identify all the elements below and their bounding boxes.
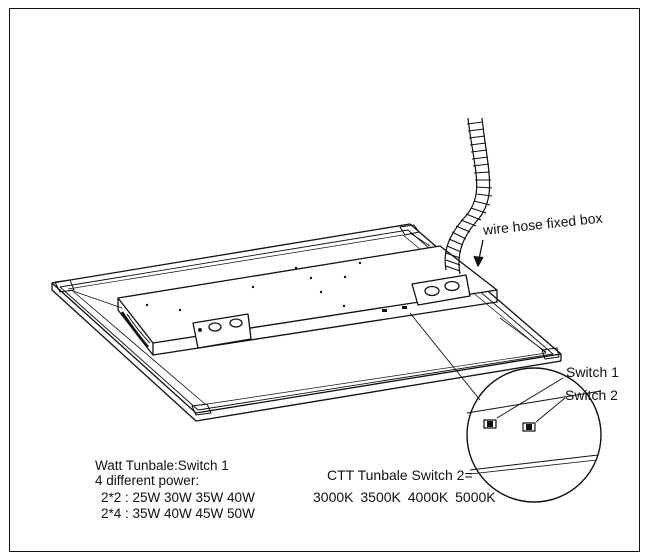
switch2-label: Switch 2	[565, 387, 618, 403]
watt-row-2x4: 2*4 : 35W 40W 45W 50W	[101, 506, 255, 521]
terminal-block-right	[411, 274, 471, 306]
terminal-block-left	[192, 313, 252, 349]
watt-subtitle: 4 different power:	[95, 473, 200, 488]
switch1-label: Switch 1	[566, 364, 619, 380]
ctt-values: 3000K 3500K 4000K 5000K	[313, 489, 496, 505]
diagram-border	[9, 8, 640, 552]
switch-leader-line	[409, 312, 481, 401]
corner-brackets	[54, 224, 560, 416]
box-details	[145, 261, 407, 312]
switch-callout	[466, 367, 602, 503]
support-wires	[69, 232, 547, 405]
watt-title: Watt Tunbale:Switch 1	[95, 458, 229, 473]
driver-box	[117, 245, 498, 356]
wire-box-arrow	[473, 239, 484, 267]
wire-hose	[444, 117, 493, 275]
watt-row-2x2: 2*2 : 25W 30W 35W 40W	[101, 490, 255, 505]
ctt-title: CTT Tunbale Switch 2=	[327, 467, 473, 483]
panel-frame	[51, 223, 562, 422]
